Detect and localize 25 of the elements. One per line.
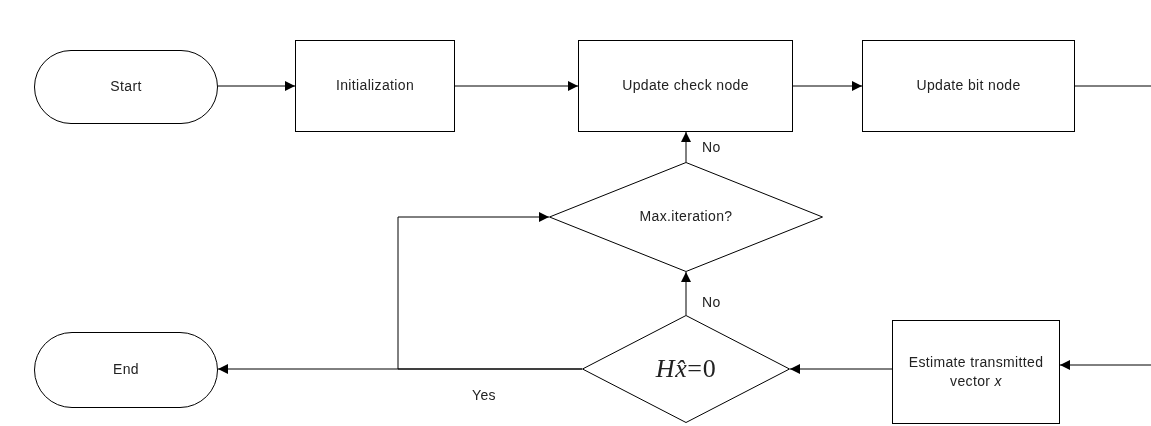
arrow	[217, 81, 296, 91]
node-label: Max.iteration?	[638, 207, 734, 227]
node-label: Hx̂=0	[654, 353, 718, 386]
edge-label: No	[700, 140, 723, 154]
arrow	[789, 364, 893, 374]
node-label: Initialization	[334, 76, 416, 96]
node-label: Update check node	[621, 76, 750, 96]
arrow	[454, 81, 579, 91]
arrow	[792, 81, 863, 91]
process-box	[892, 320, 1060, 424]
process-box	[862, 40, 1075, 132]
arrow	[681, 131, 691, 163]
decision-diamond	[549, 162, 823, 272]
edge-label: No	[700, 295, 723, 309]
node-label: End	[112, 360, 140, 380]
process-box	[578, 40, 793, 132]
decision-diamond	[582, 315, 790, 423]
node-label: Update bit node	[915, 76, 1022, 96]
arrow	[1059, 360, 1151, 370]
arrow	[681, 271, 691, 316]
process-box	[295, 40, 455, 132]
edge-label: Yes	[470, 388, 498, 402]
arrow	[397, 212, 583, 370]
node-label: Start	[109, 77, 143, 97]
node-label: Estimate transmitted vector x	[907, 352, 1045, 391]
